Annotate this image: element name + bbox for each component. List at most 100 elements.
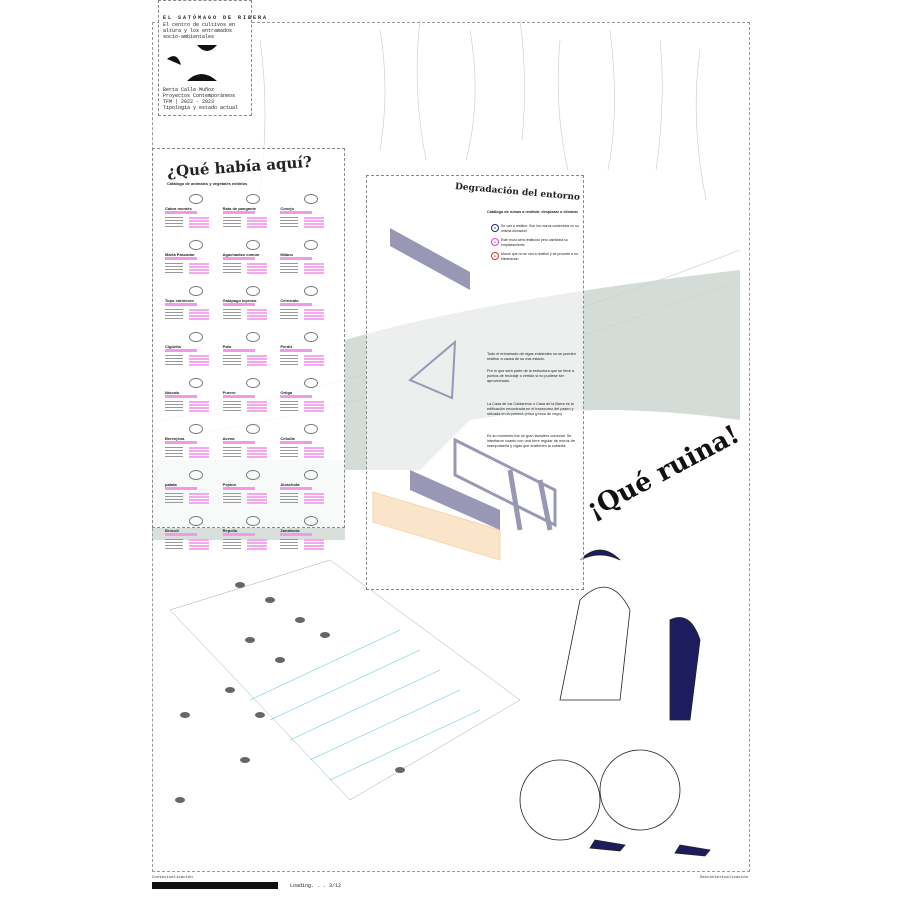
paragraph-recycling: Por lo que será parte de la estructura q… (487, 369, 575, 383)
info-line (280, 318, 299, 319)
info-line (222, 312, 241, 313)
info-line (280, 545, 299, 546)
info-line (165, 545, 183, 546)
poster-subtitle: El centro de cultivos en altura y los en… (163, 22, 236, 40)
info-line (165, 318, 183, 319)
info-value (189, 269, 209, 271)
info-line (222, 220, 241, 221)
info-line (222, 266, 241, 267)
info-line (165, 358, 183, 359)
paragraph-history: Es su momento fue un gran lavadero comun… (487, 434, 575, 448)
info-value (304, 542, 325, 544)
info-value (304, 548, 325, 550)
degradation-subtitle: Catálogo de ruinas a restituir, desplaza… (487, 210, 578, 214)
sheet-topic: Tipología y estado actual (163, 105, 239, 111)
info-value (304, 223, 325, 225)
info-value (246, 496, 267, 498)
info-line (222, 447, 241, 448)
species-name: Repollo (222, 528, 238, 533)
info-value (246, 355, 267, 357)
info-value (189, 502, 209, 504)
species-tag (280, 211, 313, 214)
info-line (222, 450, 241, 451)
info-line (222, 502, 241, 503)
info-value (304, 453, 325, 455)
info-value (304, 318, 325, 320)
info-line (165, 315, 183, 316)
info-line (165, 404, 183, 405)
species-tag (222, 257, 255, 260)
info-line (222, 318, 241, 319)
species-name: Pepino (222, 482, 236, 487)
info-value (189, 404, 209, 406)
species-tag (222, 533, 255, 536)
paragraph-house: La Casa de los Caldareros o Casa de la B… (487, 402, 574, 416)
catalog-item: Topo carnívoro (165, 286, 217, 324)
info-line (165, 456, 183, 457)
species-name: Galápago leproso (222, 298, 257, 303)
info-line (222, 358, 241, 359)
catalog-item: Galápago leproso (222, 286, 275, 324)
info-line (165, 272, 183, 273)
info-value (246, 220, 267, 222)
info-value (246, 263, 267, 265)
info-line (280, 220, 299, 221)
info-value (246, 269, 267, 271)
catalog-item: Alcachofa (280, 470, 332, 508)
degradation-panel: Degradación del entorno Catálogo de ruin… (366, 175, 584, 590)
catalog-item: Pato (222, 332, 275, 370)
info-value (189, 223, 209, 225)
info-line (280, 539, 299, 540)
info-value (246, 499, 267, 501)
info-line (222, 499, 241, 500)
species-name: Avena (222, 436, 235, 441)
species-sketch-icon (188, 516, 203, 526)
species-name: Agachadizo común (222, 252, 260, 257)
species-tag (165, 349, 197, 352)
info-line (165, 542, 183, 543)
species-sketch-icon (304, 516, 318, 526)
species-name: Rata de pangante (222, 206, 256, 211)
info-value (189, 355, 209, 357)
info-value (246, 315, 267, 317)
species-sketch-icon (304, 194, 318, 204)
info-value (246, 318, 267, 320)
info-line (165, 312, 183, 313)
info-value (304, 315, 325, 317)
catalog-item: Agachadizo común (222, 240, 275, 278)
info-line (165, 493, 183, 494)
species-tag (280, 487, 313, 490)
crop-field (169, 559, 521, 801)
catalog-item: Níscalo (165, 378, 217, 416)
info-value (246, 404, 267, 406)
eliminate-icon: E (491, 252, 499, 260)
species-tag (165, 441, 197, 444)
species-name: Milano (280, 252, 293, 257)
catalog-item: Cabra montés (165, 194, 217, 232)
species-sketch-icon (304, 424, 318, 434)
species-name: Ortiga (280, 390, 293, 395)
info-value (189, 450, 209, 452)
info-line (222, 361, 241, 362)
info-value (189, 361, 209, 363)
info-value (304, 312, 325, 314)
info-line (280, 447, 299, 448)
species-tag (222, 395, 255, 398)
info-value (189, 493, 209, 495)
info-line (280, 401, 299, 402)
info-line (280, 355, 299, 356)
species-tag (165, 487, 197, 490)
info-value (246, 272, 267, 274)
species-tag (222, 441, 255, 444)
info-value (304, 539, 325, 541)
species-sketch-icon (246, 470, 261, 480)
info-value (304, 401, 325, 403)
info-value (304, 545, 325, 547)
species-name: Topo carnívoro (165, 298, 194, 303)
info-value (304, 496, 325, 498)
catalog-item: Marta Pascador (165, 240, 217, 278)
species-tag (222, 211, 255, 214)
catalog-item: Repollo (222, 516, 275, 554)
